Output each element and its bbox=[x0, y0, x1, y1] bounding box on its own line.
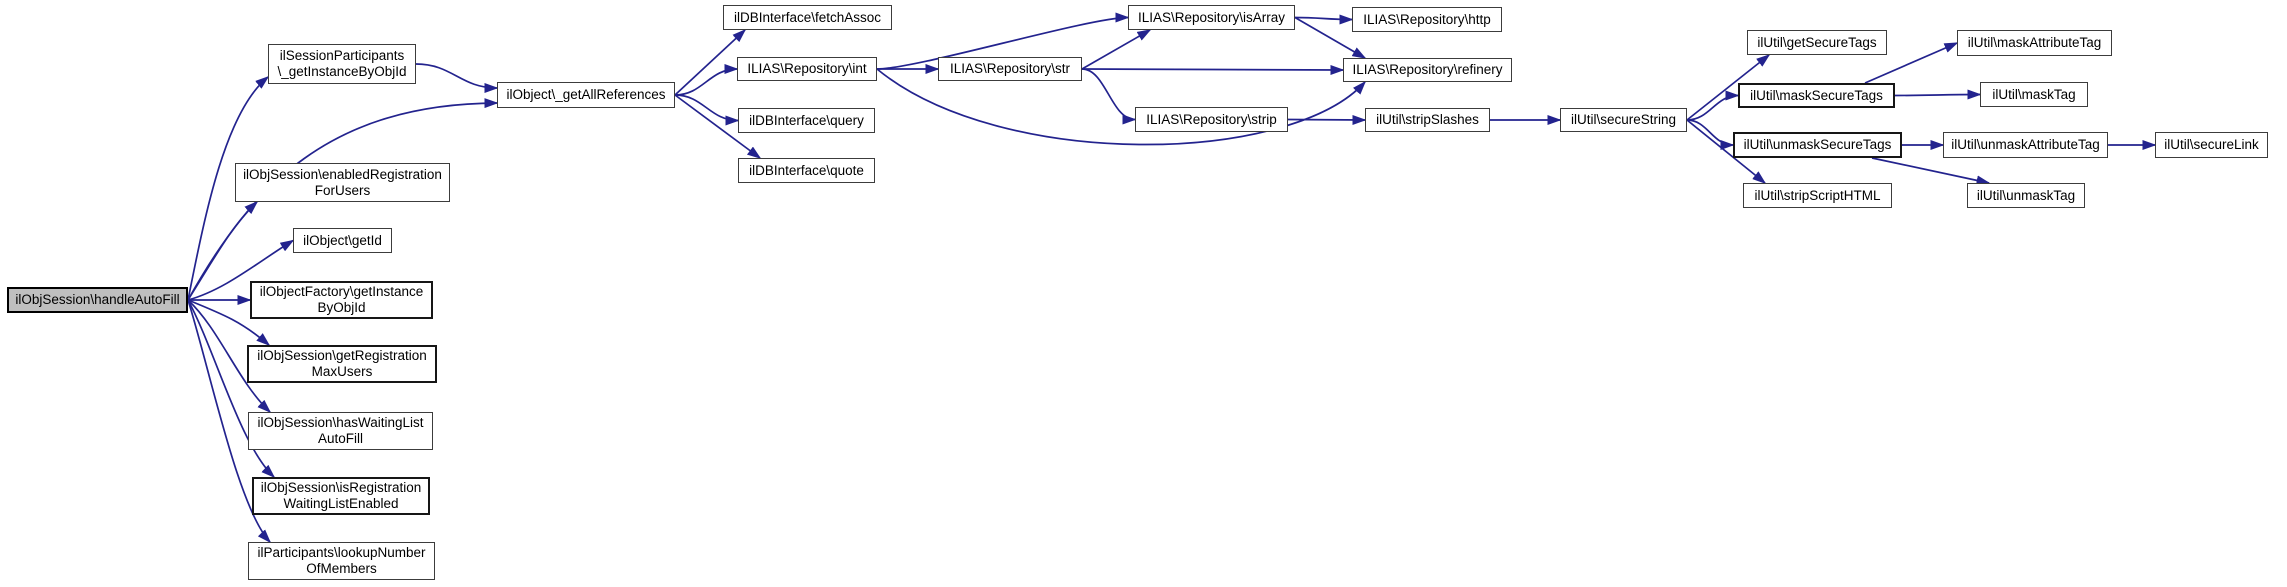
graph-node-strip_slashes[interactable]: ilUtil\stripSlashes bbox=[1365, 108, 1490, 132]
graph-node-object_get_id[interactable]: ilObject\getId bbox=[293, 228, 392, 253]
graph-node-mask_tag[interactable]: ilUtil\maskTag bbox=[1980, 82, 2088, 107]
graph-node-label: ilUtil\secureLink bbox=[2164, 137, 2259, 152]
call-edge-get_all_references--repository_int bbox=[674, 64, 739, 96]
graph-node-label: ilUtil\maskTag bbox=[1992, 86, 2076, 102]
call-edge-mask_secure_tags--mask_attribute_tag bbox=[1864, 42, 1959, 84]
graph-node-db_quote[interactable]: ilDBInterface\quote bbox=[738, 158, 875, 183]
graph-node-db_query[interactable]: ilDBInterface\query bbox=[738, 108, 875, 133]
graph-node-repository_str[interactable]: ILIAS\Repository\str bbox=[938, 57, 1082, 81]
graph-node-session_participants_get_instance[interactable]: ilSessionParticipants\_getInstanceByObjI… bbox=[268, 44, 416, 84]
graph-node-label: ilUtil\maskAttributeTag bbox=[1967, 35, 2102, 50]
graph-node-repository_http[interactable]: ILIAS\Repository\http bbox=[1352, 7, 1502, 32]
graph-node-label: ILIAS\Repository\isArray bbox=[1137, 9, 1286, 25]
call-edge-get_all_references--fetch_assoc bbox=[674, 28, 747, 96]
call-edge-secure_string--strip_script_html bbox=[1686, 119, 1767, 184]
graph-node-label: ilDBInterface\quote bbox=[749, 162, 864, 178]
graph-node-label: ILIAS\Repository\strip bbox=[1146, 111, 1277, 127]
graph-node-label: ilUtil\stripScriptHTML bbox=[1754, 187, 1881, 203]
call-edge-get_all_references--db_quote bbox=[674, 94, 762, 159]
graph-node-label: ilUtil\getSecureTags bbox=[1757, 34, 1877, 50]
call-edge-handle_auto_fill--lookup_number_of_members bbox=[187, 299, 272, 544]
graph-node-label: ilSessionParticipants bbox=[279, 48, 405, 63]
graph-node-label: ILIAS\Repository\http bbox=[1363, 11, 1491, 27]
graph-node-label: ilObjSession\handleAutoFill bbox=[15, 292, 180, 307]
graph-node-label: ByObjId bbox=[317, 300, 366, 315]
call-edge-repository_str--repository_is_array bbox=[1081, 29, 1152, 70]
graph-node-handle_auto_fill[interactable]: ilObjSession\handleAutoFill bbox=[7, 287, 188, 313]
graph-node-label: \_getInstanceByObjId bbox=[277, 64, 407, 79]
graph-node-label: MaxUsers bbox=[311, 364, 373, 379]
call-edge-repository_is_array--repository_refinery bbox=[1294, 16, 1367, 59]
call-edge-handle_auto_fill--session_participants_get_instance bbox=[187, 76, 270, 301]
graph-node-label: ilUtil\unmaskTag bbox=[1976, 187, 2076, 203]
graph-node-unmask_attribute_tag[interactable]: ilUtil\unmaskAttributeTag bbox=[1943, 132, 2108, 158]
call-edge-repository_str--repository_strip bbox=[1081, 68, 1137, 125]
graph-node-label: OfMembers bbox=[306, 561, 377, 576]
graph-node-label: ilObjSession\hasWaitingList bbox=[257, 415, 424, 430]
graph-node-label: ilUtil\unmaskSecureTags bbox=[1743, 137, 1892, 152]
graph-node-label: ILIAS\Repository\str bbox=[949, 61, 1071, 76]
graph-node-label: ilObjectFactory\getInstance bbox=[259, 284, 424, 299]
graph-node-label: ForUsers bbox=[314, 182, 371, 198]
graph-node-secure_string[interactable]: ilUtil\secureString bbox=[1560, 108, 1687, 132]
call-edge-repository_int--repository_refinery bbox=[876, 68, 1367, 146]
graph-node-label: WaitingListEnabled bbox=[283, 496, 399, 511]
call-edge-session_participants_get_instance--get_all_references bbox=[415, 63, 499, 93]
graph-node-label: ilObject\getId bbox=[303, 232, 382, 248]
graph-node-fetch_assoc[interactable]: ilDBInterface\fetchAssoc bbox=[723, 5, 892, 30]
graph-node-label: ilObjSession\getRegistration bbox=[257, 348, 427, 363]
graph-node-label: ilObject\_getAllReferences bbox=[506, 87, 666, 102]
graph-node-label: ilUtil\stripSlashes bbox=[1376, 112, 1479, 127]
graph-node-repository_strip[interactable]: ILIAS\Repository\strip bbox=[1135, 107, 1288, 132]
graph-node-label: AutoFill bbox=[317, 431, 363, 446]
graph-node-unmask_secure_tags[interactable]: ilUtil\unmaskSecureTags bbox=[1733, 132, 1902, 158]
graph-node-repository_int[interactable]: ILIAS\Repository\int bbox=[737, 57, 877, 81]
call-edge-handle_auto_fill--get_registration_max_users bbox=[187, 299, 271, 346]
call-edge-unmask_secure_tags--unmask_tag bbox=[1871, 157, 1991, 186]
call-edge-repository_is_array--repository_http bbox=[1294, 14, 1354, 25]
graph-node-label: ilDBInterface\query bbox=[749, 112, 864, 128]
graph-node-label: ilUtil\maskSecureTags bbox=[1750, 87, 1883, 103]
call-edge-repository_strip--strip_slashes bbox=[1287, 114, 1367, 125]
graph-node-label: ilParticipants\lookupNumber bbox=[257, 545, 426, 560]
call-edge-handle_auto_fill--enabled_registration_for_users bbox=[187, 200, 259, 301]
graph-node-label: ilObjSession\isRegistration bbox=[260, 480, 422, 495]
graph-node-label: ilUtil\unmaskAttributeTag bbox=[1951, 137, 2100, 152]
call-edge-secure_string--get_secure_tags bbox=[1686, 54, 1771, 121]
graph-node-label: ilObjSession\enabledRegistration bbox=[243, 166, 442, 182]
graph-node-label: ILIAS\Repository\int bbox=[747, 61, 867, 76]
call-edge-handle_auto_fill--has_waiting_list_auto_fill bbox=[187, 299, 272, 414]
graph-node-secure_link[interactable]: ilUtil\secureLink bbox=[2155, 132, 2268, 158]
graph-node-repository_is_array[interactable]: ILIAS\Repository\isArray bbox=[1128, 5, 1295, 30]
graph-node-mask_attribute_tag[interactable]: ilUtil\maskAttributeTag bbox=[1957, 30, 2112, 56]
graph-node-mask_secure_tags[interactable]: ilUtil\maskSecureTags bbox=[1738, 83, 1895, 108]
graph-node-label: ilDBInterface\fetchAssoc bbox=[733, 9, 882, 25]
call-edge-secure_string--mask_secure_tags bbox=[1686, 90, 1740, 121]
call-edge-repository_int--repository_is_array bbox=[876, 12, 1130, 70]
call-edge-get_all_references--db_query bbox=[674, 94, 740, 126]
graph-node-unmask_tag[interactable]: ilUtil\unmaskTag bbox=[1967, 183, 2085, 208]
call-edge-mask_secure_tags--mask_tag bbox=[1894, 89, 1982, 100]
call-edge-handle_auto_fill--is_registration_waiting_list_enabled bbox=[187, 299, 276, 479]
graph-node-strip_script_html[interactable]: ilUtil\stripScriptHTML bbox=[1743, 183, 1892, 208]
call-edge-handle_auto_fill--object_get_id bbox=[187, 239, 295, 301]
call-edge-repository_str--repository_refinery bbox=[1081, 64, 1345, 75]
graph-node-label: ilUtil\secureString bbox=[1570, 112, 1677, 127]
graph-node-get_secure_tags[interactable]: ilUtil\getSecureTags bbox=[1747, 30, 1887, 55]
graph-node-repository_refinery[interactable]: ILIAS\Repository\refinery bbox=[1343, 58, 1512, 82]
call-edge-secure_string--unmask_secure_tags bbox=[1686, 119, 1735, 150]
graph-node-get_all_references[interactable]: ilObject\_getAllReferences bbox=[497, 82, 675, 108]
graph-node-label: ILIAS\Repository\refinery bbox=[1352, 62, 1503, 77]
